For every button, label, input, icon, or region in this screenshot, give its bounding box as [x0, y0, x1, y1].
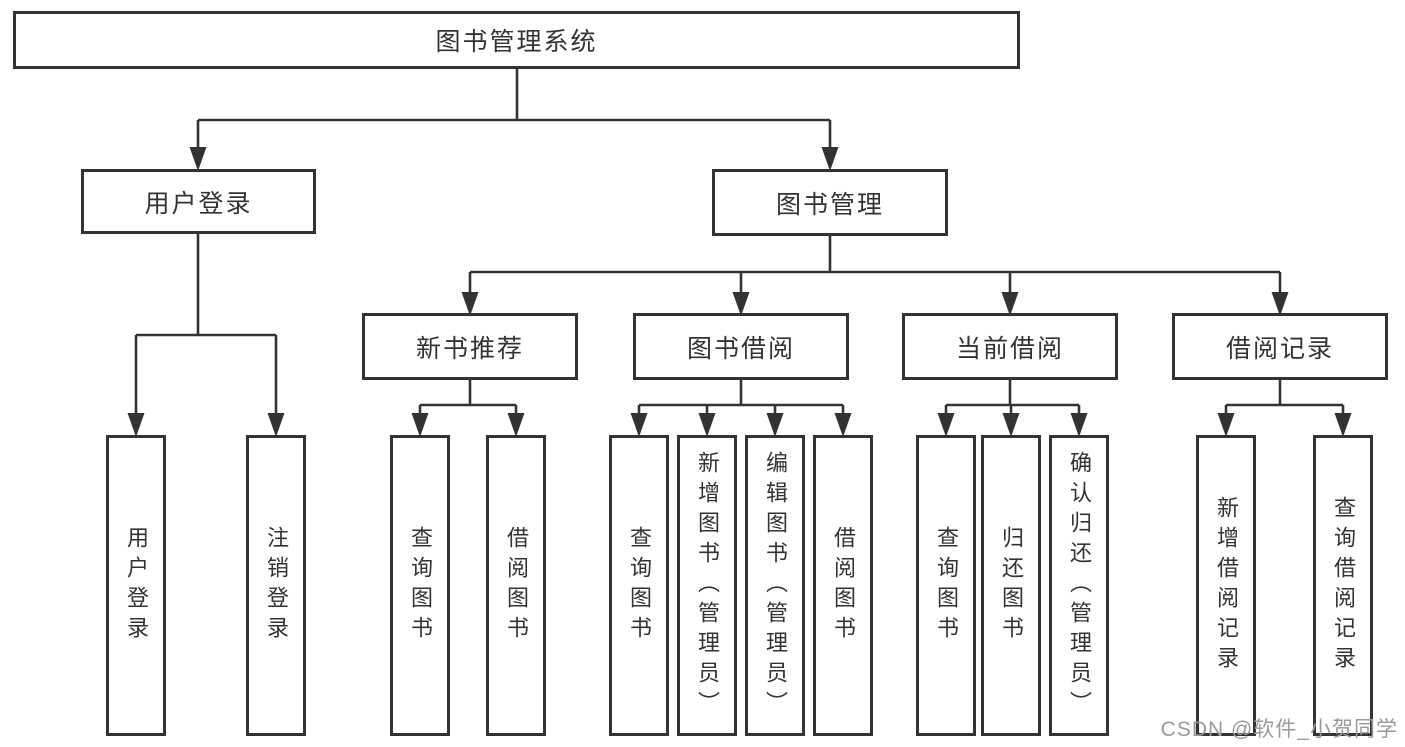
node-leaf-query-books-current: 查询图书 — [916, 435, 976, 736]
node-root: 图书管理系统 — [13, 11, 1020, 69]
node-label: 借阅图书 — [504, 525, 529, 646]
node-label: 新增借阅记录 — [1214, 495, 1239, 676]
node-leaf-add-borrow-record: 新增借阅记录 — [1196, 435, 1256, 736]
node-leaf-borrow-books-recommend: 借阅图书 — [486, 435, 546, 736]
node-label: 查询图书 — [934, 525, 959, 646]
node-label: 确认归还（管理员） — [1067, 450, 1092, 721]
arrowheads — [127, 147, 1352, 437]
node-label: 编辑图书（管理员） — [763, 450, 788, 721]
node-leaf-query-borrow-record: 查询借阅记录 — [1313, 435, 1373, 736]
node-leaf-edit-books-admin: 编辑图书（管理员） — [745, 435, 805, 736]
node-label: 新增图书（管理员） — [695, 450, 720, 721]
node-borrow-records: 借阅记录 — [1172, 313, 1388, 380]
node-leaf-add-books-admin: 新增图书（管理员） — [677, 435, 737, 736]
node-book-borrow: 图书借阅 — [633, 313, 849, 380]
node-leaf-borrow-books: 借阅图书 — [813, 435, 873, 736]
node-leaf-logout: 注销登录 — [246, 435, 306, 736]
node-leaf-confirm-return-admin: 确认归还（管理员） — [1049, 435, 1109, 736]
node-label: 查询图书 — [408, 525, 433, 646]
node-user-login-branch: 用户登录 — [81, 169, 316, 234]
node-label: 借阅图书 — [831, 525, 856, 646]
node-leaf-return-books: 归还图书 — [981, 435, 1041, 736]
node-label: 查询借阅记录 — [1331, 495, 1356, 676]
node-new-book-recommend: 新书推荐 — [362, 313, 578, 380]
csdn-watermark: CSDN @软件_小贺同学 — [1160, 718, 1398, 741]
node-book-management-branch: 图书管理 — [712, 169, 948, 236]
node-label: 用户登录 — [124, 525, 149, 646]
node-leaf-user-login: 用户登录 — [106, 435, 166, 736]
node-label: 归还图书 — [999, 525, 1024, 646]
node-label: 查询图书 — [627, 525, 652, 646]
node-label: 注销登录 — [264, 525, 289, 646]
node-current-borrow: 当前借阅 — [902, 313, 1118, 380]
node-leaf-query-books: 查询图书 — [609, 435, 669, 736]
node-leaf-query-books-recommend: 查询图书 — [390, 435, 450, 736]
